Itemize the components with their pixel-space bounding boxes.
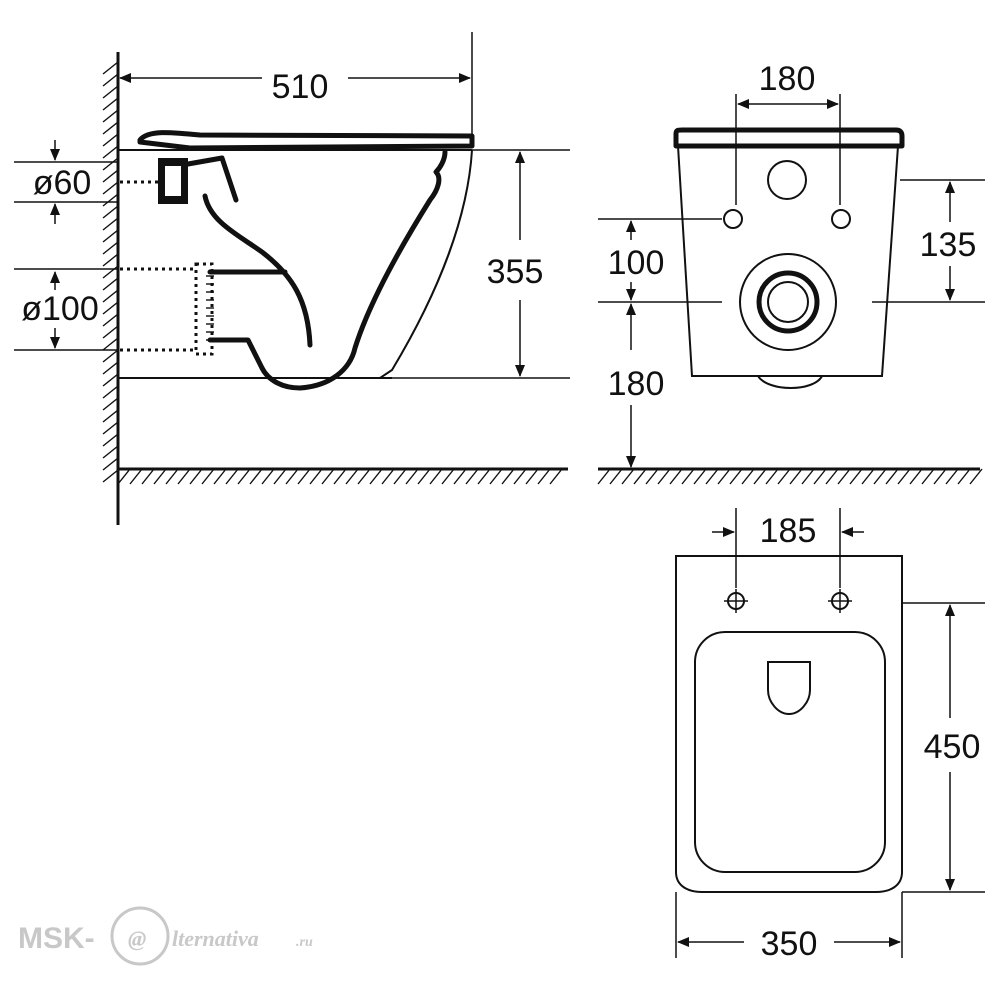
- dim-bolt-to-outlet-label: 100: [608, 244, 665, 282]
- front-view: 180 100 180 135: [597, 60, 985, 485]
- side-view: 510 355 ø60 ø100: [14, 32, 570, 525]
- wall: [102, 52, 120, 525]
- dim-outlet-height-label: 180: [608, 365, 665, 403]
- svg-text:.ru: .ru: [296, 935, 313, 950]
- dim-height-label: 355: [487, 253, 544, 291]
- dim-depth-label: 510: [272, 68, 329, 106]
- dim-length-label: 450: [924, 728, 981, 766]
- mount-hole-right: [828, 589, 852, 613]
- dim-hole-spacing-label: 185: [760, 512, 817, 550]
- side-floor: [117, 467, 568, 485]
- toilet-side-profile: [118, 130, 475, 391]
- svg-text:lternativa: lternativa: [172, 926, 259, 951]
- dim-inlet-label: ø60: [33, 164, 92, 202]
- dim-outlet-label: ø100: [21, 290, 99, 328]
- dim-bolt-spacing-label: 180: [759, 60, 816, 98]
- mount-hole-left: [724, 589, 748, 613]
- dim-width-label: 350: [761, 925, 818, 963]
- svg-text:MSK-: MSK-: [18, 922, 95, 955]
- svg-text:@: @: [128, 926, 146, 951]
- top-view: 185 450 350: [675, 508, 985, 963]
- front-floor: [597, 467, 983, 485]
- watermark-logo: MSK- @ lternativa .ru: [18, 906, 313, 966]
- dim-inlet-offset-label: 135: [920, 226, 977, 264]
